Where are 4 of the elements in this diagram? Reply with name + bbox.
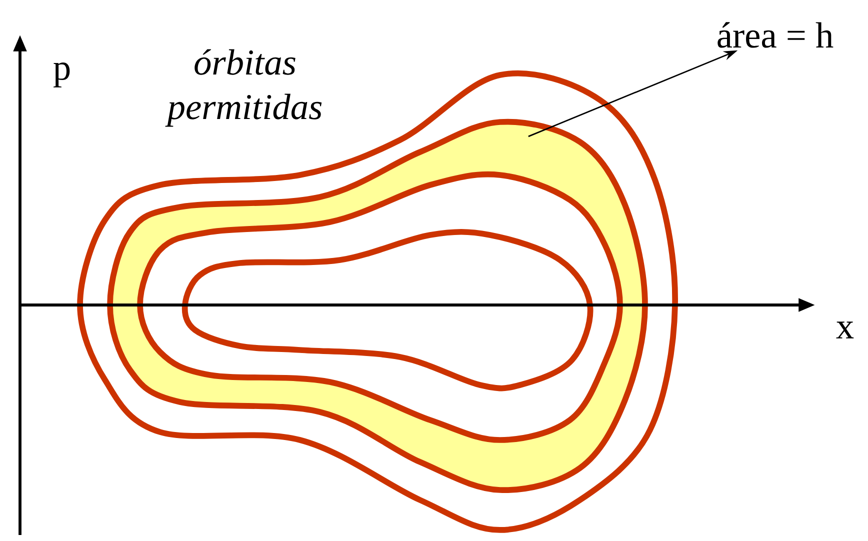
axis-label: p (54, 62, 70, 88)
axis-label: x (836, 322, 854, 338)
area-label: área = h (718, 22, 834, 48)
orbit-label: órbitas permitidas (165, 49, 322, 127)
